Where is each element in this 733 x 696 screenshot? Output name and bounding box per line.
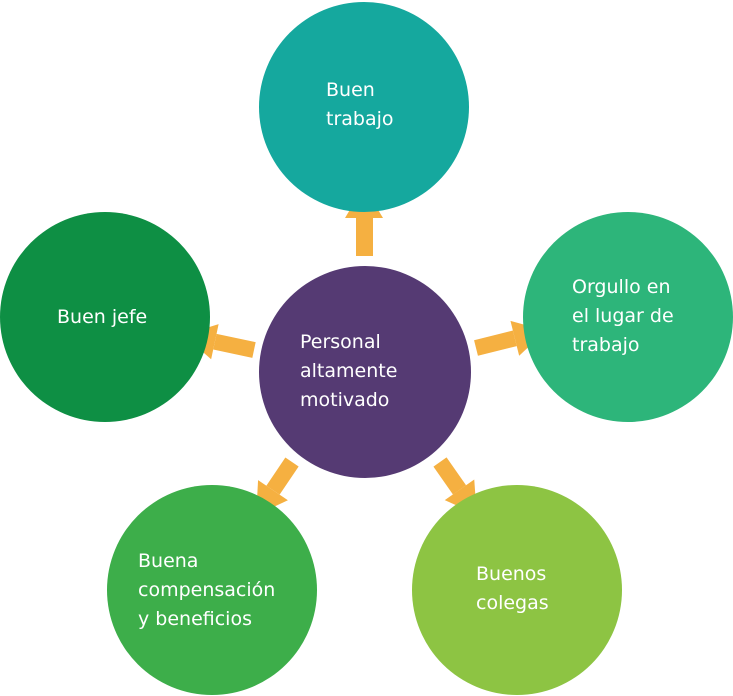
orgullo-line-1: Orgullo en [572,276,671,298]
buen-jefe-node [0,212,210,422]
center-label-line-3: motivado [300,389,390,411]
orgullo-line-3: trabajo [572,334,640,356]
compensacion-node [107,485,317,695]
center-label-line-2: altamente [300,360,398,382]
compensacion-line-2: compensación [138,579,276,601]
buen-trabajo-line-1: Buen [326,79,375,101]
buenos-colegas-line-2: colegas [476,592,549,614]
compensacion-label: Buena compensación y beneficios [138,547,275,634]
orgullo-line-2: el lugar de [572,305,674,327]
buenos-colegas-line-1: Buenos [476,563,547,585]
center-label-line-1: Personal [300,331,381,353]
center-label: Personal altamente motivado [300,328,397,415]
orgullo-node [523,212,733,422]
buen-jefe-line-1: Buen jefe [57,306,148,328]
buenos-colegas-label: Buenos colegas [476,560,549,618]
buen-jefe-label: Buen jefe [57,303,147,332]
center-node [259,266,471,478]
buenos-colegas-node [412,485,622,695]
buen-trabajo-line-2: trabajo [326,108,394,130]
compensacion-line-1: Buena [138,550,199,572]
compensacion-line-3: y beneficios [138,608,252,630]
buen-trabajo-label: Buen trabajo [326,76,394,134]
orgullo-label: Orgullo en el lugar de trabajo [572,273,674,360]
buen-trabajo-node [259,2,469,212]
